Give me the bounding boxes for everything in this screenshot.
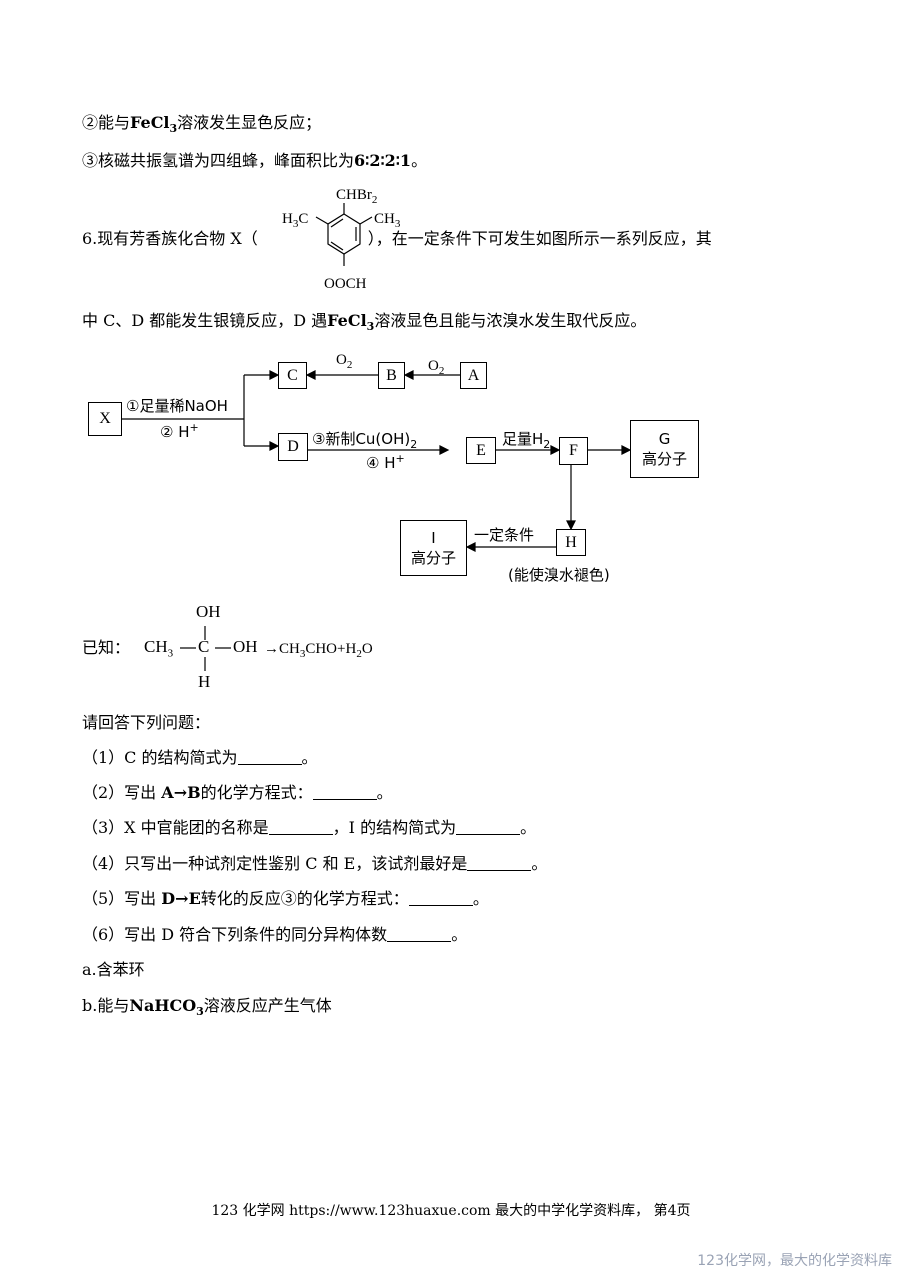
label-o2-ab: O2 (428, 358, 445, 377)
mol-h3c: H3C (282, 211, 309, 230)
label-condition: 一定条件 (474, 526, 535, 544)
q6-intro-line2: 中 C、D 都能发生银镜反应，D 遇FeCl3溶液显色且能与浓溴水发生取代反应。 (82, 311, 647, 334)
box-e: E (466, 437, 496, 464)
box-c: C (278, 362, 307, 389)
question-1: （1）C 的结构简式为。 (82, 748, 318, 767)
q6-intro-line1: 6.现有芳香族化合物 X（），在一定条件下可发生如图所示一系列反应，其 (82, 229, 712, 248)
answer-blank[interactable] (268, 820, 333, 835)
label-step1: ①足量稀NaOH (126, 397, 228, 415)
known-label: 已知： (82, 638, 131, 657)
box-a: A (460, 362, 487, 389)
label-note: (能使溴水褪色) (508, 566, 610, 584)
mol-ch3: CH3 (374, 211, 401, 230)
label-o2-bc: O2 (336, 352, 353, 371)
question-2: （2）写出 A→B的化学方程式：。 (82, 783, 393, 802)
box-i-letter: I (431, 529, 436, 547)
answer-blank[interactable] (467, 856, 532, 871)
box-d: D (278, 433, 308, 461)
known-c: C (198, 637, 210, 656)
question-4: （4）只写出一种试剂定性鉴别 C 和 E，该试剂最好是。 (82, 854, 548, 873)
page-footer: 123 化学网 https://www.123huaxue.com 最大的中学化… (211, 1203, 691, 1219)
condition-3: ③核磁共振氢谱为四组蜂，峰面积比为6∶2∶2∶1。 (82, 151, 428, 170)
watermark: 123化学网，最大的化学资料库 (697, 1253, 892, 1269)
answer-blank[interactable] (456, 820, 521, 835)
answer-blank[interactable] (312, 785, 377, 800)
box-i: I 高分子 (400, 520, 467, 576)
questions-intro: 请回答下列问题： (82, 713, 211, 732)
box-b: B (378, 362, 405, 389)
question-3: （3）X 中官能团的名称是，I 的结构简式为。 (82, 818, 537, 837)
box-g: G 高分子 (630, 420, 699, 478)
box-i-text: 高分子 (410, 549, 456, 567)
question-5: （5）写出 D→E转化的反应③的化学方程式：。 (82, 889, 489, 908)
answer-blank[interactable] (237, 750, 302, 765)
mol-ooch: OOCH (324, 276, 367, 292)
box-h: H (556, 529, 586, 556)
label-step3: ③新制Cu(OH)2 (312, 430, 418, 451)
known-h-bottom: H (198, 672, 211, 691)
question-6: （6）写出 D 符合下列条件的同分异构体数。 (82, 925, 468, 944)
label-step2: ② H+ (160, 421, 199, 441)
condition-2: ②能与FeCl3溶液发生显色反应； (82, 113, 322, 136)
known-product: →CH3CHO+H2O (264, 641, 373, 660)
box-g-letter: G (658, 430, 671, 448)
box-g-text: 高分子 (641, 450, 687, 468)
answer-blank[interactable] (408, 891, 473, 906)
label-step4: ④ H+ (366, 452, 405, 472)
known-oh-top: OH (196, 602, 221, 621)
mol-chbr2: CHBr2 (336, 187, 378, 206)
option-a: a.含苯环 (82, 960, 145, 979)
box-f: F (559, 437, 588, 465)
box-x: X (88, 402, 122, 436)
known-oh-right: OH (233, 637, 258, 656)
option-b: b.能与NaHCO3溶液反应产生气体 (82, 996, 332, 1019)
answer-blank[interactable] (387, 927, 452, 942)
label-h2: 足量H2 (502, 430, 551, 451)
known-ch3: CH3 (144, 637, 174, 660)
